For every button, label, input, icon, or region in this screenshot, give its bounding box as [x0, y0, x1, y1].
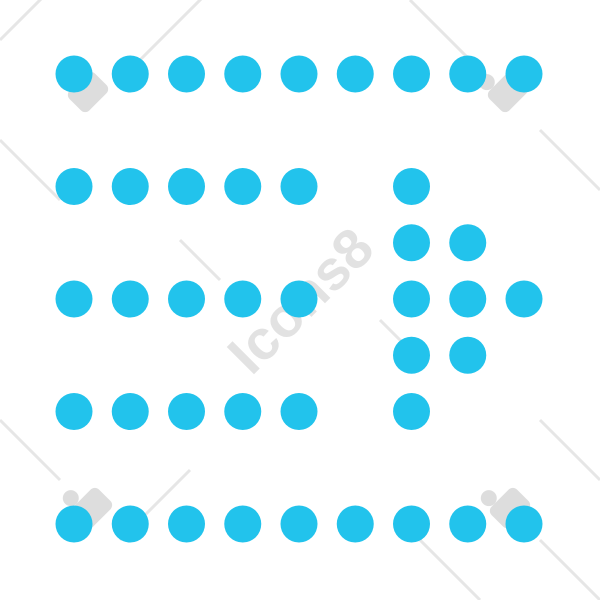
dot — [393, 505, 430, 543]
watermark-line — [0, 418, 62, 482]
dot — [224, 393, 262, 430]
dot — [111, 280, 149, 318]
dot — [168, 505, 205, 543]
dot — [168, 280, 205, 318]
dot — [505, 505, 543, 543]
dot — [280, 393, 318, 430]
dot — [55, 505, 93, 543]
dot — [449, 224, 487, 262]
dot — [280, 505, 318, 543]
dot — [55, 55, 93, 93]
dot — [224, 280, 262, 318]
dot — [55, 393, 93, 430]
watermark-line — [538, 418, 600, 482]
dot — [55, 168, 93, 205]
dot — [111, 168, 149, 205]
dot — [111, 505, 149, 543]
dot — [449, 55, 487, 93]
dot — [224, 168, 262, 205]
dot — [224, 55, 262, 93]
dot — [393, 393, 430, 430]
watermark-line — [0, 138, 62, 202]
watermark-line — [0, 0, 43, 42]
watermark-logo-bottom-right — [480, 487, 531, 529]
dot — [449, 280, 487, 318]
dot — [55, 280, 93, 318]
dot — [280, 280, 318, 318]
dot — [168, 55, 205, 93]
dot — [280, 55, 318, 93]
dot — [449, 336, 487, 374]
watermark-line — [178, 238, 222, 282]
dot — [393, 168, 430, 205]
dot — [168, 168, 205, 205]
dot — [111, 393, 149, 430]
watermark-line — [418, 538, 482, 600]
watermark-line — [128, 0, 203, 72]
dot — [393, 224, 430, 262]
dot — [336, 55, 374, 93]
watermark-line — [538, 538, 600, 600]
dot — [393, 55, 430, 93]
dot — [505, 55, 543, 93]
dot — [393, 280, 430, 318]
dot — [280, 168, 318, 205]
dot — [111, 55, 149, 93]
dot — [505, 280, 543, 318]
dot — [168, 393, 205, 430]
watermark-line — [538, 128, 600, 192]
dot — [393, 336, 430, 374]
dot — [449, 505, 487, 543]
dot — [224, 505, 262, 543]
dot — [336, 505, 374, 543]
